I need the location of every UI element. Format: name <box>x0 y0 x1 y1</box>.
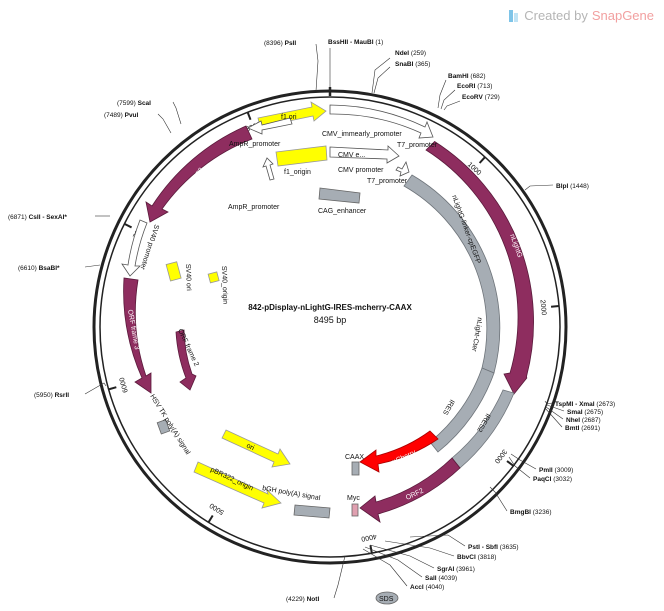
label-cmv-promoter: CMV promoter <box>338 167 384 174</box>
feature-orf2-lower-arrow <box>359 457 461 523</box>
site-label: (7599) ScaI <box>117 100 151 107</box>
scale-tick-label: 6000 <box>119 376 130 393</box>
site-label: (7489) PvuI <box>104 112 139 119</box>
scale-tick-label: 3000 <box>493 448 508 465</box>
scale-tick-mark <box>108 386 117 391</box>
label-cmv-e: CMV e... <box>338 152 365 159</box>
backbone-inner-ring <box>99 96 561 558</box>
scale-tick-mark <box>506 460 514 467</box>
label-t7-promoter-upper: T7_promoter <box>397 142 438 149</box>
feature-ori-arrow <box>221 429 291 468</box>
site-label: BamHI (682) <box>448 73 486 80</box>
feature-cmv-immearly-arrow <box>329 104 434 139</box>
label-ampr-promoter-upper: AmpR_promoter <box>229 141 281 148</box>
feature-bgh-box <box>293 504 331 519</box>
site-label: PaqCI (3032) <box>533 476 572 483</box>
watermark-brand: SnapGene <box>591 8 654 23</box>
label-hsv-tk: HSV TK poly(A) signal <box>148 393 191 456</box>
feature-sv40-ori-box <box>165 261 182 282</box>
site-label: (5950) RsrII <box>34 392 69 399</box>
plasmid-name: 842-pDisplay-nLightG-IRES-mcherry-CAAX <box>248 303 412 312</box>
feature-sv40-origin-box <box>207 271 220 284</box>
site-label: SgrAI (3961) <box>437 566 475 573</box>
site-label: (6610) BsaBI* <box>18 265 60 272</box>
site-label: BlpI (1448) <box>556 183 589 190</box>
snapgene-watermark: Created by SnapGene <box>508 8 654 23</box>
label-myc: Myc <box>347 495 360 502</box>
scale-tick-mark <box>246 111 252 121</box>
site-label: EcoRI (713) <box>457 83 492 90</box>
label-sv40-ori: SV40 ori <box>184 264 192 292</box>
feature-ampr-promoter-upper-arrow <box>247 117 293 135</box>
label-f1-ori: f1 ori <box>281 114 297 121</box>
label-ori: ori <box>245 442 255 452</box>
feature-t7-promoter-inner-arrow <box>395 160 410 177</box>
feature-orf-frame3-arrow <box>123 277 152 394</box>
feature-myc-box <box>351 503 359 517</box>
label-cag-enhancer: CAG_enhancer <box>318 208 367 215</box>
scale-tick-mark <box>123 222 133 229</box>
site-label: PstI - SbfI (3635) <box>468 544 519 551</box>
plasmid-size: 8495 bp <box>314 315 347 325</box>
site-label: BbvCI (3818) <box>457 554 496 561</box>
site-leaders-static <box>84 43 565 599</box>
label-cmv-immearly: CMV_immearly_promoter <box>322 131 402 138</box>
feature-cmv-e-arrow <box>329 145 400 164</box>
site-label: AccI (4040) <box>410 584 444 591</box>
feature-f1-origin-arrow <box>275 145 328 167</box>
site-label: NheI (2687) <box>566 417 601 424</box>
feature-sv40-promoter-arrow <box>121 219 148 277</box>
label-sds: SDS <box>379 596 394 603</box>
feature-orf2-upper-arrow <box>145 125 253 223</box>
feature-ampr-promoter-inner-arrow <box>262 157 275 181</box>
site-label: BmgBI (3236) <box>510 509 552 516</box>
site-label: SnaBI (365) <box>395 61 430 68</box>
snapgene-logo-icon <box>508 9 520 22</box>
site-label: SmaI (2675) <box>567 409 603 416</box>
site-label: TspMI - XmaI (2673) <box>555 401 615 408</box>
site-label: (8396) PsII <box>264 40 296 47</box>
watermark-prefix: Created by <box>524 8 588 23</box>
site-label: SalI (4039) <box>425 575 457 582</box>
label-sv40-origin: SV40_origin <box>220 266 228 304</box>
label-ampr-promoter-inner: AmpR_promoter <box>228 204 280 211</box>
feature-caax-box <box>351 461 360 476</box>
scale-tick-mark <box>207 514 214 523</box>
scale-tick-label: 5000 <box>209 501 226 515</box>
site-label: BmtI (2691) <box>565 425 600 432</box>
site-label: PmlI (3009) <box>539 467 573 474</box>
feature-sds-oval <box>375 591 399 605</box>
site-label: NdeI (259) <box>395 50 426 57</box>
site-label: BssHII - MauBI (1) <box>328 39 383 46</box>
feature-cag-enhancer-box <box>318 187 361 204</box>
feature-mcherry-arrow <box>359 430 439 473</box>
label-ires: IRES <box>441 398 455 416</box>
label-caax: CAAX <box>345 454 364 461</box>
scale-tick-label: 2000 <box>539 299 547 315</box>
scale-tick-mark <box>550 304 560 308</box>
scale-tick-mark <box>478 156 486 164</box>
site-label: (4229) NotI <box>286 596 319 603</box>
feature-hsv-box <box>156 419 171 435</box>
label-f1-origin: f1_origin <box>284 169 311 176</box>
site-label: EcoRV (729) <box>462 94 500 101</box>
feature-orf-frame2-arrow <box>175 329 197 391</box>
feature-pbr322-arrow <box>193 461 282 509</box>
scale-tick-label: 4000 <box>360 532 377 542</box>
site-label: (6871) CsII - SexAI* <box>8 214 67 221</box>
label-nlight-cter: nLight-Cter <box>470 317 483 353</box>
label-t7-promoter-inner: T7_promoter <box>367 178 408 185</box>
